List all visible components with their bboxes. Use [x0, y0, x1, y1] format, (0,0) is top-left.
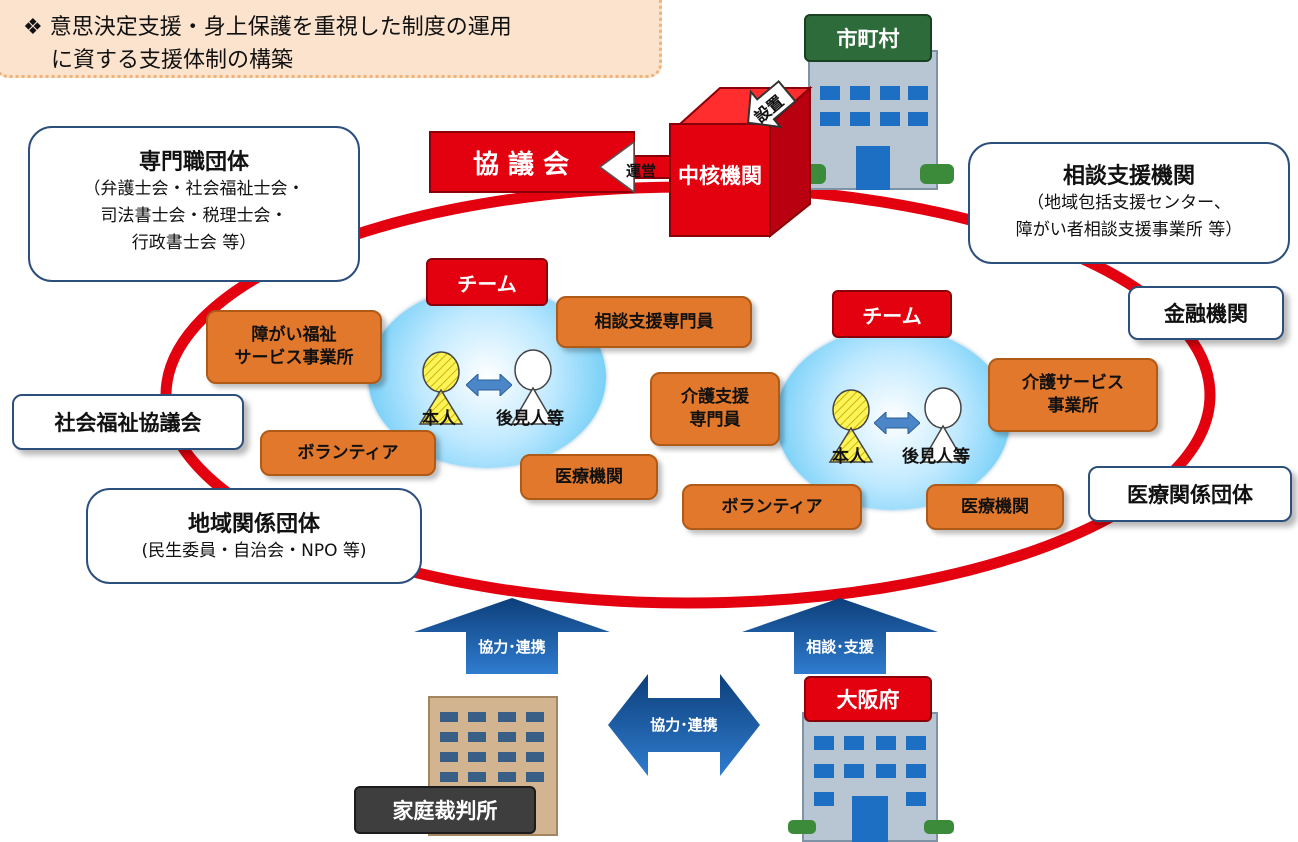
guardian-icon — [510, 349, 556, 425]
operate-label: 運営 — [626, 162, 657, 180]
guardian-label: 後見人等 — [902, 447, 970, 467]
disability-service-box: 障がい福祉 サービス事業所 — [206, 310, 382, 384]
two-way-arrow-icon — [874, 412, 920, 434]
hedge-icon — [924, 820, 954, 834]
building-windows-icon — [814, 736, 926, 842]
consultation-support-label: 相談･支援 — [806, 638, 874, 656]
osaka-prefecture-building: 大阪府 — [784, 676, 960, 842]
core-agency-label: 中核機関 — [678, 164, 762, 188]
family-court-label: 家庭裁判所 — [354, 786, 536, 834]
consultation-specialist-box: 相談支援専門員 — [556, 296, 752, 348]
consultation-line-1: （地域包括支援センター、 — [1027, 193, 1231, 213]
volunteer-box-right: ボランティア — [682, 484, 862, 530]
consultation-support-box: 相談支援機関 （地域包括支援センター、 障がい者相談支援事業所 等） — [968, 142, 1290, 264]
council-label: 協 議 会 — [472, 150, 570, 180]
policy-note: ❖ 意思決定支援・身上保護を重視した制度の運用 に資する支援体制の構築 — [0, 0, 662, 78]
note-line-1: 意思決定支援・身上保護を重視した制度の運用 — [49, 15, 512, 40]
guardian-label: 後見人等 — [496, 409, 564, 429]
professional-groups-box: 専門職団体 （弁護士会・社会福祉士会・ 司法書士会・税理士会・ 行政書士会 等） — [28, 126, 360, 282]
guardian-icon — [920, 387, 966, 463]
team-right-label: チーム — [832, 290, 952, 338]
professional-line-3: 行政書士会 等） — [131, 233, 257, 253]
medical-association-box: 医療関係団体 — [1088, 466, 1292, 522]
community-title: 地域関係団体 — [187, 512, 320, 537]
care-service-box: 介護サービス 事業所 — [988, 358, 1158, 432]
social-welfare-council-box: 社会福祉協議会 — [12, 394, 244, 450]
professional-line-1: （弁護士会・社会福祉士会・ — [83, 179, 305, 199]
establish-arrow-icon — [747, 79, 797, 129]
person-label: 本人 — [422, 409, 456, 429]
consultation-up-arrow — [742, 598, 938, 674]
building-windows-icon — [820, 86, 928, 190]
note-line-2: に資する支援体制の構築 — [51, 48, 294, 73]
person-label: 本人 — [832, 447, 866, 467]
medical-institution-box-left: 医療機関 — [520, 454, 658, 500]
person-icon — [418, 351, 464, 425]
care-manager-box: 介護支援 専門員 — [650, 372, 780, 446]
medical-institution-box-right: 医療機関 — [926, 484, 1064, 530]
core-agency-cube — [669, 85, 813, 239]
consultation-line-2: 障がい者相談支援事業所 等） — [1015, 220, 1243, 240]
osaka-label: 大阪府 — [804, 676, 932, 722]
consultation-title: 相談支援機関 — [1062, 164, 1195, 189]
cooperation-label-left: 協力･連携 — [478, 638, 546, 656]
team-left-label: チーム — [426, 258, 548, 306]
cooperation-label-middle: 協力･連携 — [650, 716, 718, 734]
professional-line-2: 司法書士会・税理士会・ — [100, 206, 288, 226]
professional-title: 専門職団体 — [138, 150, 249, 175]
hedge-icon — [920, 164, 954, 184]
volunteer-box-left: ボランティア — [260, 430, 436, 476]
building-windows-icon — [440, 712, 544, 782]
financial-institution-box: 金融機関 — [1128, 286, 1284, 340]
council-banner — [429, 131, 671, 194]
municipality-building: 市町村 — [796, 14, 958, 190]
community-groups-box: 地域関係団体 (民生委員・自治会・NPO 等) — [86, 488, 422, 584]
cooperation-double-arrow — [608, 674, 760, 776]
diamond-bullet-icon: ❖ — [23, 15, 43, 40]
hedge-icon — [788, 820, 816, 834]
cooperation-up-arrow — [414, 598, 610, 674]
municipality-label: 市町村 — [804, 14, 932, 62]
community-sub: (民生委員・自治会・NPO 等) — [141, 541, 367, 561]
person-icon — [828, 389, 874, 463]
two-way-arrow-icon — [466, 374, 512, 396]
